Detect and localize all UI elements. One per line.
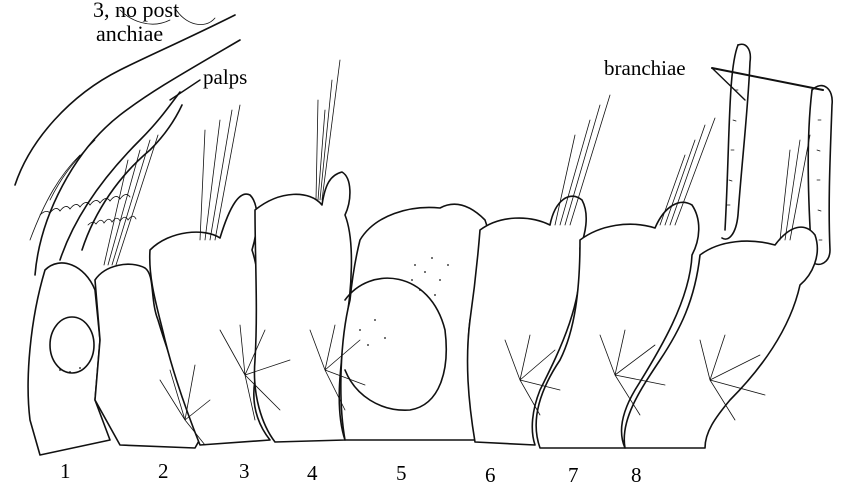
segment-label-1: 1 [60, 459, 71, 483]
segment-label-7: 7 [568, 463, 579, 487]
segment-label-8: 8 [631, 463, 642, 487]
segment-numbers: 1 2 3 4 5 6 7 8 [60, 459, 642, 487]
segment-label-4: 4 [307, 461, 318, 485]
segment-label-6: 6 [485, 463, 496, 487]
body-outline [28, 172, 817, 455]
segment-1-lobe [50, 317, 94, 373]
branchiae [712, 44, 832, 264]
palps-label: palps [203, 65, 247, 89]
segment-4-body [254, 172, 351, 442]
segment-label-3: 3 [239, 459, 250, 483]
branchiae-label: branchiae [604, 56, 686, 80]
segment-label-2: 2 [158, 459, 169, 483]
segment-5-body [341, 204, 488, 440]
segment-label-5: 5 [396, 461, 407, 485]
